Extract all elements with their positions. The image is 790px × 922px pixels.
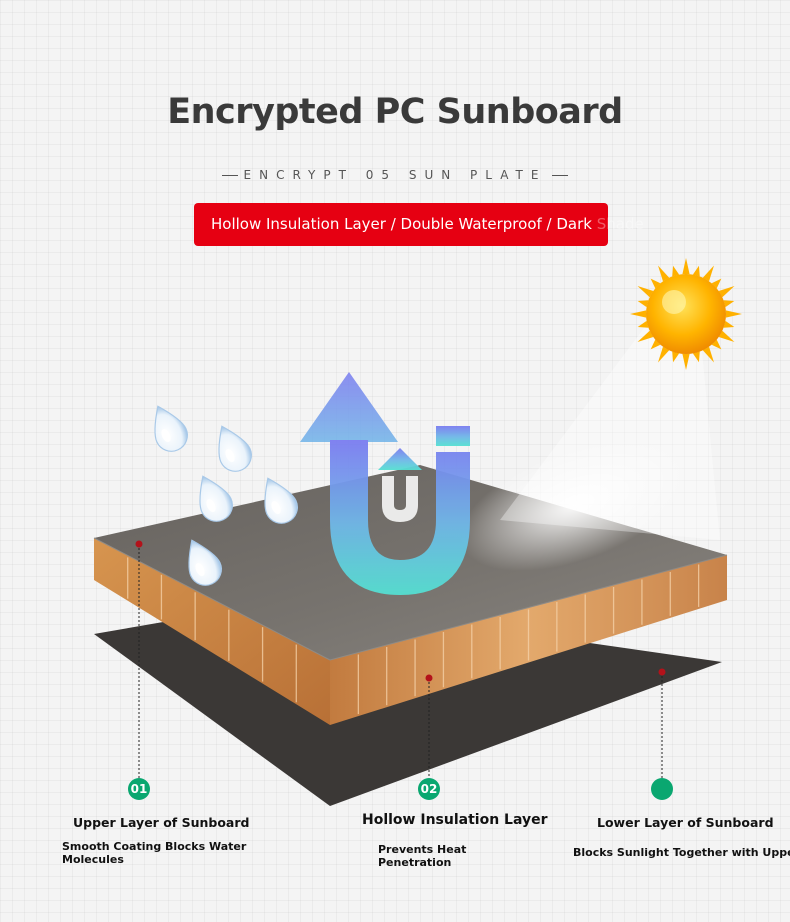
feature-2-desc-line2: Penetration: [378, 856, 452, 869]
banner-text-fade: Shade: [596, 215, 644, 233]
uv-arrow-icon: [300, 372, 470, 595]
feature-1-title: Upper Layer of Sunboard: [73, 815, 250, 830]
feature-2-title: Hollow Insulation Layer: [362, 812, 548, 828]
feature-2-desc-line1: Prevents Heat: [378, 843, 467, 856]
feature-1-badge: 01: [128, 778, 150, 800]
sun-glare: [460, 439, 690, 571]
board-edge-lines: [127, 557, 700, 715]
subtitle-text: ENCRYPT 05 SUN PLATE: [243, 168, 547, 182]
subtitle: ENCRYPT 05 SUN PLATE: [0, 168, 790, 182]
feature-banner: Hollow Insulation Layer / Double Waterpr…: [194, 203, 644, 246]
page-title: Encrypted PC Sunboard: [167, 92, 623, 132]
feature-2-badge: 02: [418, 778, 440, 800]
subtitle-dash-right: [552, 175, 569, 176]
subtitle-dash-left: [221, 175, 238, 176]
banner-text: Hollow Insulation Layer / Double Waterpr…: [211, 215, 597, 233]
feature-3-desc: Blocks Sunlight Together with Upper Laye…: [573, 846, 790, 859]
feature-3-title: Lower Layer of Sunboard: [597, 815, 774, 830]
feature-3-desc-line1: Blocks Sunlight Together with Upper Laye…: [573, 846, 790, 859]
feature-1-desc-line1: Smooth Coating Blocks Water: [62, 840, 247, 853]
board-left-edge: [94, 538, 330, 725]
feature-1-desc: Smooth Coating Blocks Water Molecules: [62, 840, 246, 866]
water-drop-icon: [154, 405, 298, 586]
sun-icon: [630, 258, 742, 370]
feature-3-badge: [651, 778, 673, 800]
feature-2-desc: Prevents Heat Penetration: [378, 843, 466, 869]
feature-1-desc-line2: Molecules: [62, 853, 124, 866]
